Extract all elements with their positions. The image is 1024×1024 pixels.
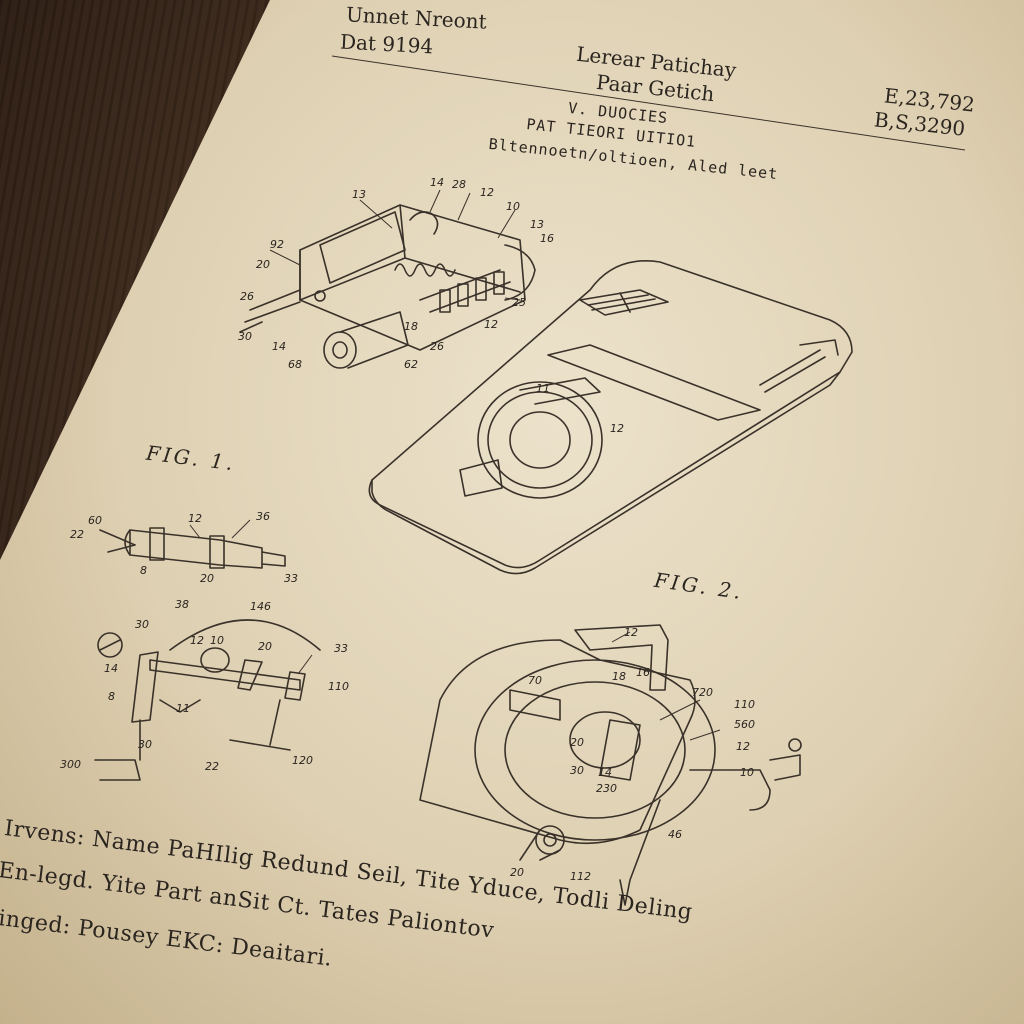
ref-numeral: 14	[598, 766, 612, 779]
fig1-upper-drawing: 60 22 12 36 8 20 33	[70, 510, 298, 585]
ref-numeral: 16	[540, 232, 554, 245]
ref-numeral: 11	[536, 382, 550, 395]
ref-numeral: 720	[692, 686, 713, 699]
ref-numeral: 46	[668, 828, 682, 841]
ref-numeral: 36	[256, 510, 270, 523]
phone-device-drawing: 11 12	[369, 261, 852, 574]
ref-numeral: 560	[734, 718, 755, 731]
ref-numeral: 28	[452, 178, 466, 191]
ref-numeral: 30	[138, 738, 152, 751]
ref-numeral: 12	[190, 634, 204, 647]
ref-numeral: 230	[596, 782, 617, 795]
ref-numeral: 22	[70, 528, 84, 541]
ref-numeral: 112	[570, 870, 591, 883]
ref-numeral: 92	[270, 238, 284, 251]
ref-numeral: 8	[108, 690, 115, 703]
ref-numeral: 10	[210, 634, 224, 647]
ref-numeral: 18	[612, 670, 626, 683]
ref-numeral: 16	[636, 666, 650, 679]
ref-numeral: 70	[528, 674, 542, 687]
ref-numeral: 12	[484, 318, 498, 331]
ref-numeral: 25	[512, 296, 526, 309]
ref-numeral: 12	[736, 740, 750, 753]
header-line-2: Dat 9194	[339, 29, 434, 59]
ref-numeral: 60	[88, 514, 102, 527]
ref-numeral: 10	[740, 766, 754, 779]
top-assembly-drawing: 13 14 28 12 10 13 92 16 20 26 30 14 68 1…	[238, 176, 554, 371]
ref-numeral: 20	[570, 736, 584, 749]
ref-numeral: 38	[175, 598, 189, 611]
ref-numeral: 13	[530, 218, 544, 231]
ref-numeral: 20	[510, 866, 524, 879]
ref-numeral: 10	[506, 200, 520, 213]
ref-numeral: 120	[292, 754, 313, 767]
fig2-drawing: 12 70 18 16 720 110 560 12 20 30 14 230 …	[420, 625, 801, 905]
ref-numeral: 12	[610, 422, 624, 435]
ref-numeral: 33	[334, 642, 348, 655]
ref-numeral: 300	[60, 758, 81, 771]
ref-numeral: 62	[404, 358, 418, 371]
ref-numeral: 30	[238, 330, 252, 343]
ref-numeral: 20	[256, 258, 270, 271]
header-rule	[332, 56, 965, 150]
ref-numeral: 30	[570, 764, 584, 777]
ref-numeral: 14	[272, 340, 286, 353]
ref-numeral: 146	[250, 600, 271, 613]
fig1-lower-drawing: 30 38 146 12 10 20 33 14 8 11 110 30 300…	[60, 598, 349, 780]
ref-numeral: 110	[328, 680, 349, 693]
ref-numeral: 12	[624, 626, 638, 639]
ref-numeral: 110	[734, 698, 755, 711]
ref-numeral: 12	[480, 186, 494, 199]
ref-numeral: 26	[430, 340, 444, 353]
ref-numeral: 33	[284, 572, 298, 585]
ref-numeral: 18	[404, 320, 418, 333]
ref-numeral: 13	[352, 188, 366, 201]
ref-numeral: 14	[104, 662, 118, 675]
ref-numeral: 20	[200, 572, 214, 585]
ref-numeral: 26	[240, 290, 254, 303]
ref-numeral: 8	[140, 564, 147, 577]
ref-numeral: 68	[288, 358, 302, 371]
ref-numeral: 14	[430, 176, 444, 189]
ref-numeral: 20	[258, 640, 272, 653]
ref-numeral: 22	[205, 760, 219, 773]
ref-numeral: 30	[135, 618, 149, 631]
ref-numeral: 12	[188, 512, 202, 525]
ref-numeral: 11	[176, 702, 190, 715]
